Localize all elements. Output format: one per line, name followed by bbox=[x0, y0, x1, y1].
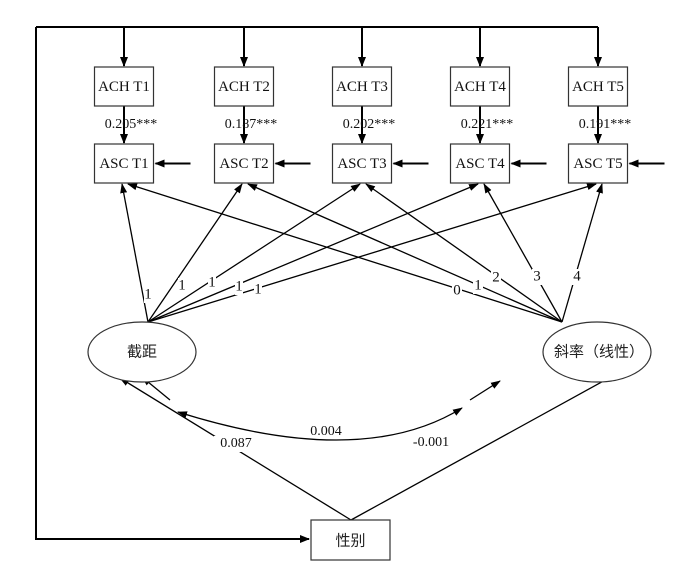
gender-slope-label-bg bbox=[406, 435, 456, 451]
intercept-loading-arrow bbox=[147, 183, 479, 323]
gender-bus-left-line bbox=[35, 27, 310, 543]
slope-loading-label-5: 4 bbox=[573, 268, 581, 284]
slope-loading-label-bg bbox=[452, 283, 462, 299]
intercept-loading-arrow bbox=[147, 183, 361, 323]
ach-label-t2: ACH T2 bbox=[218, 79, 270, 95]
ach-asc-coefficient-t3: 0.202*** bbox=[343, 117, 396, 132]
intercept-loading-label-3: 1 bbox=[208, 274, 216, 290]
ach-box-t2 bbox=[213, 66, 275, 107]
gender-label: 性别 bbox=[335, 532, 365, 550]
slope-loading-label-3: 2 bbox=[492, 269, 500, 285]
intercept-loading-label-bg bbox=[144, 287, 152, 303]
slope-loading-arrow bbox=[365, 183, 563, 323]
intercept-loading-label-bg bbox=[235, 279, 243, 295]
slope-loading-label-bg bbox=[473, 278, 483, 294]
slope-disturbance-arrow bbox=[469, 380, 501, 401]
slope-loading-label-bg bbox=[491, 270, 501, 286]
slope-loading-label-bg bbox=[572, 269, 582, 285]
asc-box-t4 bbox=[449, 143, 511, 184]
gender-box bbox=[310, 519, 391, 561]
intercept-loading-label-bg bbox=[254, 282, 262, 298]
asc-box-t3 bbox=[331, 143, 393, 184]
asc-label-t5: ASC T5 bbox=[573, 156, 622, 172]
slope-loading-arrow bbox=[561, 183, 603, 323]
covariance-coefficient: 0.004 bbox=[310, 424, 342, 439]
asc-label-t3: ASC T3 bbox=[337, 156, 386, 172]
ach-asc-coefficient-t5: 0.191*** bbox=[579, 117, 632, 132]
ach-label-t3: ACH T3 bbox=[336, 79, 388, 95]
slope-loading-label-1: 0 bbox=[453, 282, 461, 298]
asc-label-t2: ASC T2 bbox=[219, 156, 268, 172]
intercept-loading-label-4: 1 bbox=[235, 278, 243, 294]
intercept-loading-label-1: 1 bbox=[144, 286, 152, 302]
gender-intercept-coefficient: 0.087 bbox=[220, 436, 252, 451]
gender-intercept-label-bg bbox=[214, 436, 258, 452]
intercept-slope-covariance-arrow bbox=[177, 407, 463, 441]
ach-label-t5: ACH T5 bbox=[572, 79, 624, 95]
intercept-label: 截距 bbox=[127, 343, 157, 361]
slope-loading-arrow bbox=[483, 183, 563, 323]
intercept-loading-arrow bbox=[120, 183, 149, 323]
gender-to-slope-arrow bbox=[350, 372, 619, 521]
intercept-loading-label-bg bbox=[208, 275, 216, 291]
intercept-loading-arrow bbox=[147, 183, 597, 323]
ach-label-t4: ACH T4 bbox=[454, 79, 506, 95]
slope-loading-label-bg bbox=[532, 269, 542, 285]
ach-asc-coefficient-t2: 0.187*** bbox=[225, 117, 278, 132]
asc-box-t5 bbox=[567, 143, 629, 184]
slope-loading-label-2: 1 bbox=[474, 277, 482, 293]
asc-box-t2 bbox=[213, 143, 275, 184]
slope-loading-arrow bbox=[247, 183, 563, 323]
slope-ellipse bbox=[542, 321, 652, 383]
gender-slope-coefficient: -0.001 bbox=[413, 435, 449, 450]
intercept-loading-label-5: 1 bbox=[254, 281, 262, 297]
asc-box-t1 bbox=[93, 143, 155, 184]
ach-asc-coefficient-t1: 0.205*** bbox=[105, 117, 158, 132]
slope-loading-label-4: 3 bbox=[533, 268, 541, 284]
ach-asc-coefficient-t4: 0.221*** bbox=[461, 117, 514, 132]
ach-box-t3 bbox=[331, 66, 393, 107]
ach-box-t1 bbox=[93, 66, 155, 107]
slope-loading-arrow bbox=[127, 183, 563, 323]
asc-label-t1: ASC T1 bbox=[99, 156, 148, 172]
ach-label-t1: ACH T1 bbox=[98, 79, 150, 95]
slope-label: 斜率（线性） bbox=[554, 343, 644, 361]
intercept-loading-arrow bbox=[147, 183, 243, 323]
intercept-ellipse bbox=[87, 321, 197, 383]
intercept-loading-label-bg bbox=[178, 278, 186, 294]
intercept-loading-label-2: 1 bbox=[178, 277, 186, 293]
ach-box-t5 bbox=[567, 66, 629, 107]
asc-label-t4: ASC T4 bbox=[455, 156, 505, 172]
ach-box-t4 bbox=[449, 66, 511, 107]
